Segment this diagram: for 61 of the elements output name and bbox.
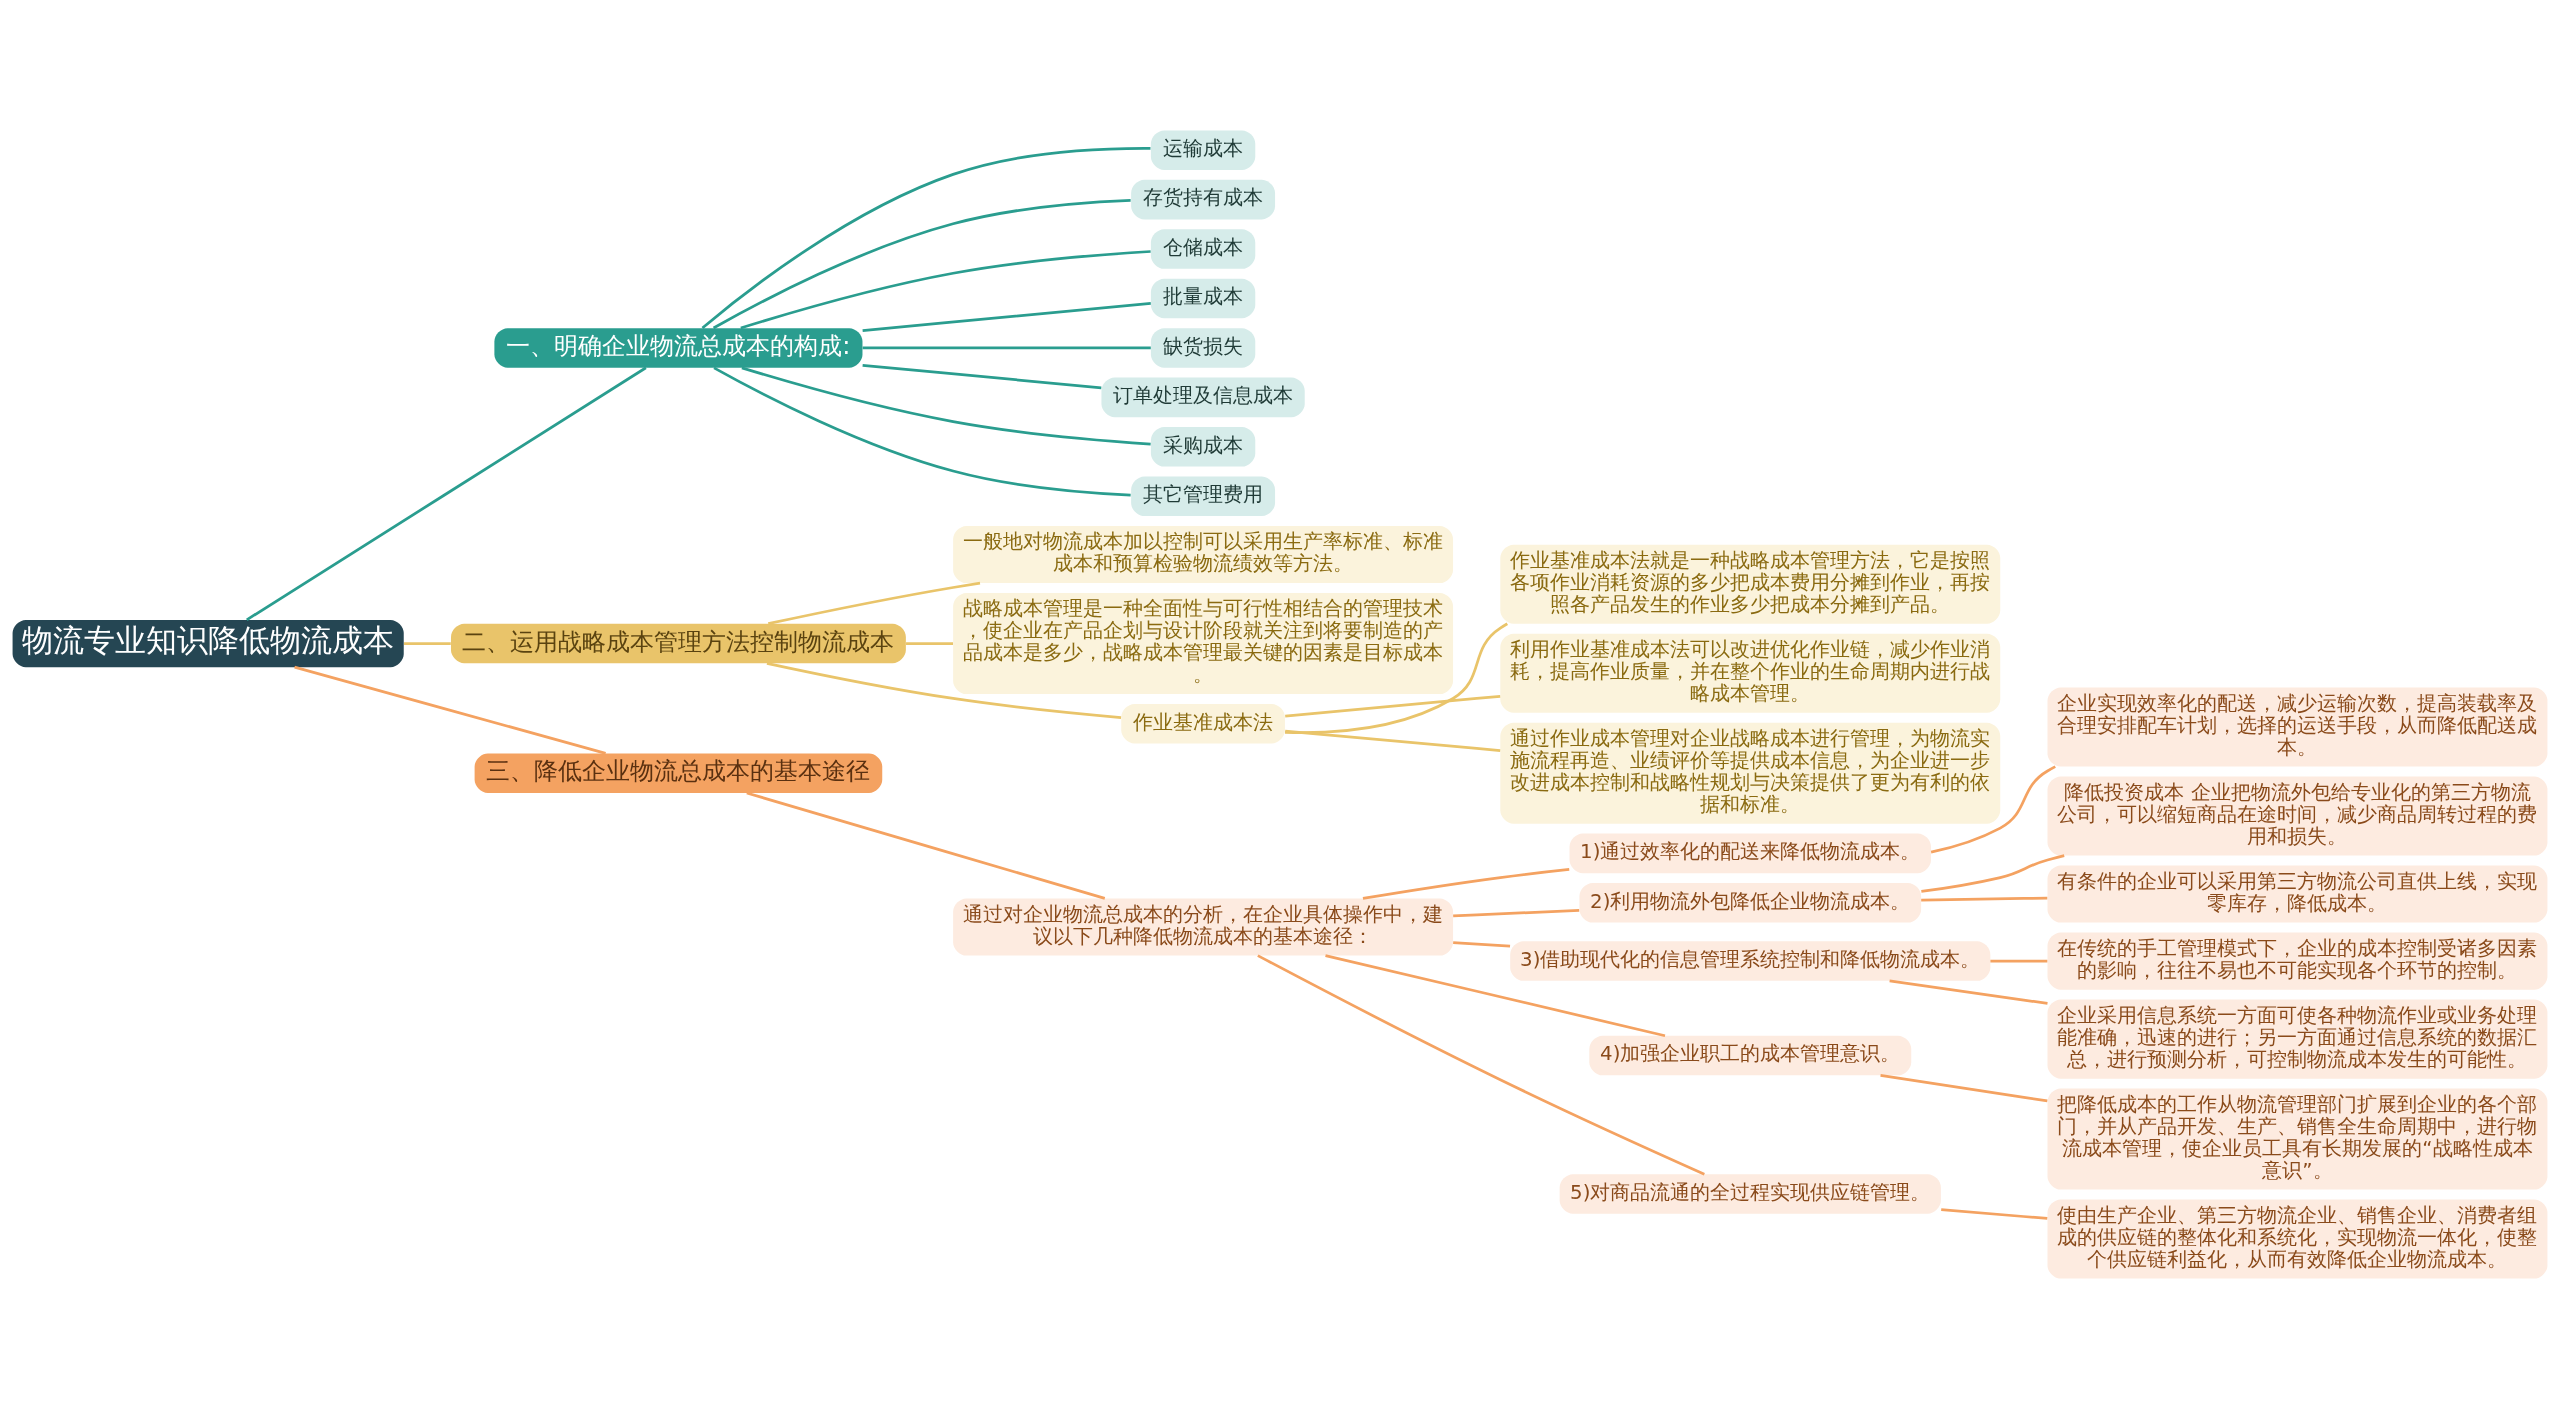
node-box: 5)对商品流通的全过程实现供应链管理。 xyxy=(1559,1174,1941,1214)
node-box: 批量成本 xyxy=(1150,278,1256,319)
connector xyxy=(701,146,1151,330)
connector xyxy=(766,661,1122,719)
node-box: 运输成本 xyxy=(1150,130,1256,170)
node-box: 三、降低企业物流总成本的基本途径 xyxy=(474,753,883,793)
connector xyxy=(1880,1074,2048,1103)
node-box: 存货持有成本 xyxy=(1131,179,1276,220)
connector xyxy=(1453,941,1511,948)
connector xyxy=(741,366,1151,446)
node-box: 作业基准成本法就是一种战略成本管理方法，它是按照各项作业消耗资源的多少把成本费用分摊到作业，再按照各产品发生的作业多少把成本分摊到产品。 xyxy=(1500,544,2001,624)
connector xyxy=(1257,954,1705,1176)
node-box: 采购成本 xyxy=(1150,427,1256,467)
connector xyxy=(1285,729,1501,752)
node-box: 有条件的企业可以采用第三方物流公司直供上线，实现零库存，降低成本。 xyxy=(2047,865,2548,923)
connector xyxy=(1889,979,2048,1005)
node-box: 在传统的手工管理模式下，企业的成本控制受诸多因素的影响，往往不易也不可能实现各个环节的控制。 xyxy=(2047,932,2548,990)
connector xyxy=(862,302,1151,332)
node-box: 把降低成本的工作从物流管理部门扩展到企业的各个部门，并从产品开发、生产、销售全生命周期中，进行物流成本管理，使企业员工具有长期发展的“战略性成本意识”。 xyxy=(2047,1088,2548,1190)
node-box: 降低投资成本 企业把物流外包给专业化的第三方物流公司，可以缩短商品在途时间，减少商品周转过程的费用和损失。 xyxy=(2047,776,2548,856)
connector xyxy=(1453,909,1580,918)
node-box: 2)利用物流外包降低企业物流成本。 xyxy=(1579,883,1922,923)
connector xyxy=(740,250,1151,330)
connector xyxy=(862,346,1151,350)
connector xyxy=(767,581,981,626)
node-box: 一般地对物流成本加以控制可以采用生产率标准、标准成本和预算检验物流绩效等方法。 xyxy=(953,525,1454,584)
connector xyxy=(1285,694,1501,718)
connector xyxy=(1941,1208,2048,1220)
node-box: 1)通过效率化的配送来降低物流成本。 xyxy=(1569,833,1931,874)
node-box: 缺货损失 xyxy=(1150,328,1256,368)
node-box: 企业采用信息系统一方面可使各种物流作业或业务处理能准确，迅速的进行；另一方面通过信息系统的数据汇总，进行预测分析，可控制物流成本发生的可能性。 xyxy=(2047,999,2548,1079)
node-box: 3)借助现代化的信息管理系统控制和降低物流成本。 xyxy=(1510,941,1991,981)
connector xyxy=(746,791,1106,900)
connector xyxy=(906,642,953,645)
connector xyxy=(712,198,1131,330)
connector xyxy=(1930,765,2056,854)
node-box: 物流专业知识降低物流成本 xyxy=(12,619,404,668)
node-box: 通过作业成本管理对企业战略成本进行管理，为物流实施流程再造、业绩评价等提供成本信息，为企业进一步改进成本控制和战略性规划与决策提供了更为有利的依据和标准。 xyxy=(1500,722,2001,824)
node-box: 其它管理费用 xyxy=(1131,476,1276,517)
node-box: 作业基准成本法 xyxy=(1121,703,1285,744)
connector xyxy=(404,642,451,645)
node-box: 战略成本管理是一种全面性与可行性相结合的管理技术，使企业在产品企划与设计阶段就关注到将要制造的产品成本是多少，战略成本管理最关键的因素是目标成本。 xyxy=(953,593,1454,695)
node-box: 利用作业基准成本法可以改进优化作业链，减少作业消耗，提高作业质量，并在整个作业的生命周期内进行战略成本管理。 xyxy=(1500,633,2001,713)
node-box: 一、明确企业物流总成本的构成: xyxy=(494,328,863,368)
connector xyxy=(1285,622,1508,734)
node-box: 4)加强企业职工的成本管理意识。 xyxy=(1589,1035,1912,1076)
node-box: 企业实现效率化的配送，减少运输次数，提高装载率及合理安排配车计划，选择的运送手段，从而降低配送成本。 xyxy=(2047,687,2548,767)
connector xyxy=(246,366,647,621)
node-box: 仓储成本 xyxy=(1150,229,1256,269)
node-box: 通过对企业物流总成本的分析，在企业具体操作中，建议以下几种降低物流成本的基本途径： xyxy=(953,898,1454,956)
connector xyxy=(1325,954,1666,1038)
connector xyxy=(1990,959,2048,963)
node-box: 订单处理及信息成本 xyxy=(1101,377,1305,418)
connector xyxy=(862,363,1102,390)
connector xyxy=(1921,854,2065,893)
connector xyxy=(713,366,1131,497)
connector xyxy=(1362,868,1570,900)
node-box: 二、运用战略成本管理方法控制物流成本 xyxy=(451,623,906,664)
connector xyxy=(294,665,606,755)
connector xyxy=(1921,896,2048,902)
node-box: 使由生产企业、第三方物流企业、销售企业、消费者组成的供应链的整体化和系统化，实现物流一体化，使整个供应链利益化，从而有效降低企业物流成本。 xyxy=(2047,1199,2548,1279)
